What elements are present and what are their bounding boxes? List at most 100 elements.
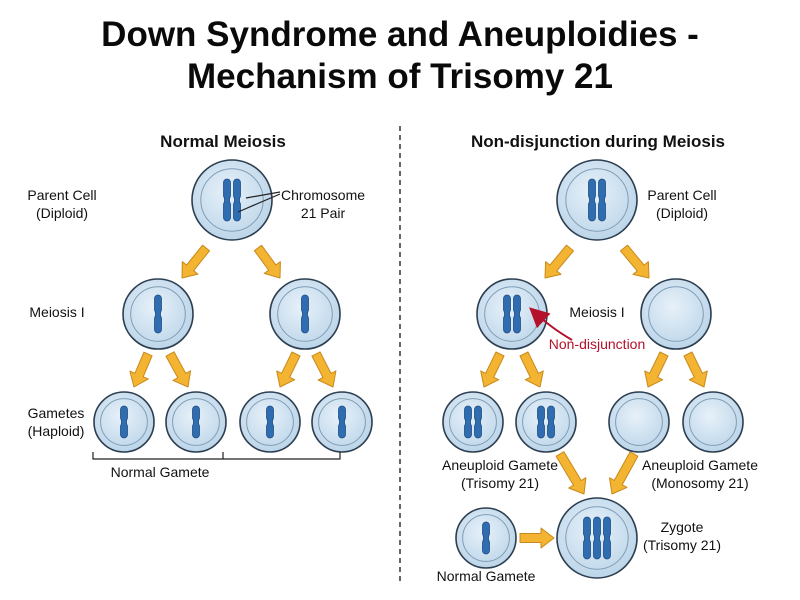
right-monosomy-gamete-1-membrane [608,391,670,453]
left-parent-cell [191,159,273,241]
right-a-to-g1-arrow-icon [480,351,505,388]
left-parent-to-a-arrow-icon [181,244,210,279]
nondisjunction-arrow [529,307,573,341]
right-monosomy-gamete-2-membrane [682,391,744,453]
right-g4-to-zygote-arrow-icon [609,451,639,495]
left-gamete-2-nucleus [172,398,220,446]
right-g2-to-zygote-arrow-icon [555,451,587,495]
left-section-heading: Normal Meiosis [160,132,286,151]
chromosome-pointer [237,191,281,213]
right-meiosis-cell-b-nucleus [648,286,704,342]
right-aneuploid-gamete-1-chromosome-2 [474,405,482,439]
left-meiosis-cell-b-chromosome-1 [301,294,309,334]
left-parent-cell-nucleus [200,168,264,232]
left-a-to-g1-arrow-icon [129,351,153,388]
left-parent-to-b-arrow-icon [253,244,281,279]
zygote-cell-nucleus [565,506,629,570]
zygote-cell [556,497,638,579]
right-meiosis-label: Meiosis I [569,304,624,320]
right-monosomy-gamete-2-nucleus [689,398,737,446]
right-parent-cell-membrane [556,159,638,241]
right-b-to-g3-arrow-icon [644,351,669,388]
left-a-to-g2-arrow-icon [165,351,192,388]
right-aneuploid-gamete-2-chromosome-1 [537,405,545,439]
right-parent-cell [556,159,638,241]
left-gamete-2-chromosome-1 [192,405,200,439]
left-parent-cell-chromosome-1 [223,178,231,222]
right-parent-to-b-arrow-icon [620,244,650,279]
right-aneuploid-gamete-1-chromosome-1 [464,405,472,439]
right-meiosis-cell-a-chromosome-1 [503,294,511,334]
left-normal-gamete-label: Normal Gamete [111,464,210,480]
aneuploid-monosomy-label-line2: (Monosomy 21) [651,475,748,491]
right-parent-label-line1: Parent Cell [647,187,716,203]
right-section-heading: Non-disjunction during Meiosis [471,132,725,151]
left-meiosis-cell-b [269,278,341,350]
right-meiosis-cell-b [640,278,712,350]
right-aneuploid-gamete-1-membrane [442,391,504,453]
right-parent-cell-chromosome-1 [588,178,596,222]
left-gamete-1-nucleus [100,398,148,446]
right-b-to-g4-arrow-icon [683,351,708,388]
gametes-label-line1: Gametes [28,405,85,421]
aneuploid-trisomy-label-line2: (Trisomy 21) [461,475,539,491]
left-gamete-1 [93,391,155,453]
arrow-layer [129,244,708,549]
nondisjunction-label: Non-disjunction [549,336,646,352]
right-monosomy-gamete-1 [608,391,670,453]
right-normal-gamete [455,507,517,569]
right-aneuploid-gamete-1-nucleus [449,398,497,446]
left-parent-label-line1: Parent Cell [27,187,96,203]
left-meiosis-cell-a-nucleus [130,286,186,342]
right-meiosis-cell-b-membrane [640,278,712,350]
left-gamete-3-nucleus [246,398,294,446]
right-aneuploid-gamete-2-chromosome-2 [547,405,555,439]
right-monosomy-gamete-1-nucleus [615,398,663,446]
chromosome-label-line1: Chromosome [281,187,365,203]
left-parent-cell-chromosome-2 [233,178,241,222]
left-gamete-4-chromosome-1 [338,405,346,439]
right-normal-gamete-chromosome-1 [482,521,490,555]
zygote-cell-chromosome-3 [603,516,611,560]
left-b-to-g4-arrow-icon [311,351,337,388]
right-parent-label-line2: (Diploid) [656,205,708,221]
right-parent-cell-chromosome-2 [598,178,606,222]
page-title-line-1: Down Syndrome and Aneuploidies - [101,15,699,54]
aneuploid-monosomy-label-line1: Aneuploid Gamete [642,457,758,473]
left-meiosis-label: Meiosis I [29,304,84,320]
normal-gamete-to-zygote-arrow-icon [519,527,555,549]
right-monosomy-gamete-2 [682,391,744,453]
left-gamete-3 [239,391,301,453]
right-a-to-g2-arrow-icon [519,351,544,388]
right-aneuploid-gamete-2-membrane [515,391,577,453]
zygote-cell-chromosome-1 [583,516,591,560]
right-aneuploid-gamete-2 [515,391,577,453]
gametes-label-line2: (Haploid) [28,423,85,439]
right-normal-gamete-nucleus [462,514,510,562]
left-parent-cell-membrane [191,159,273,241]
left-gamete-4-nucleus [318,398,366,446]
left-meiosis-cell-a [122,278,194,350]
cell-layer [93,159,744,579]
aneuploid-trisomy-label-line1: Aneuploid Gamete [442,457,558,473]
left-gamete-4 [311,391,373,453]
left-gamete-3-chromosome-1 [266,405,274,439]
zygote-cell-chromosome-2 [593,516,601,560]
right-aneuploid-gamete-1 [442,391,504,453]
left-gamete-2 [165,391,227,453]
zygote-label-line2: (Trisomy 21) [643,537,721,553]
right-normal-gamete-label: Normal Gamete [437,568,536,584]
left-meiosis-cell-a-chromosome-1 [154,294,162,334]
zygote-label-line1: Zygote [661,519,704,535]
left-b-to-g3-arrow-icon [276,351,301,388]
right-aneuploid-gamete-2-nucleus [522,398,570,446]
page-title-line-2: Mechanism of Trisomy 21 [187,57,613,96]
left-meiosis-cell-b-nucleus [277,286,333,342]
chromosome-label-line2: 21 Pair [301,205,346,221]
normal-gamete-bracket [92,452,341,460]
right-parent-to-a-arrow-icon [544,244,574,279]
left-parent-label-line2: (Diploid) [36,205,88,221]
right-meiosis-cell-a-chromosome-2 [513,294,521,334]
left-gamete-1-chromosome-1 [120,405,128,439]
